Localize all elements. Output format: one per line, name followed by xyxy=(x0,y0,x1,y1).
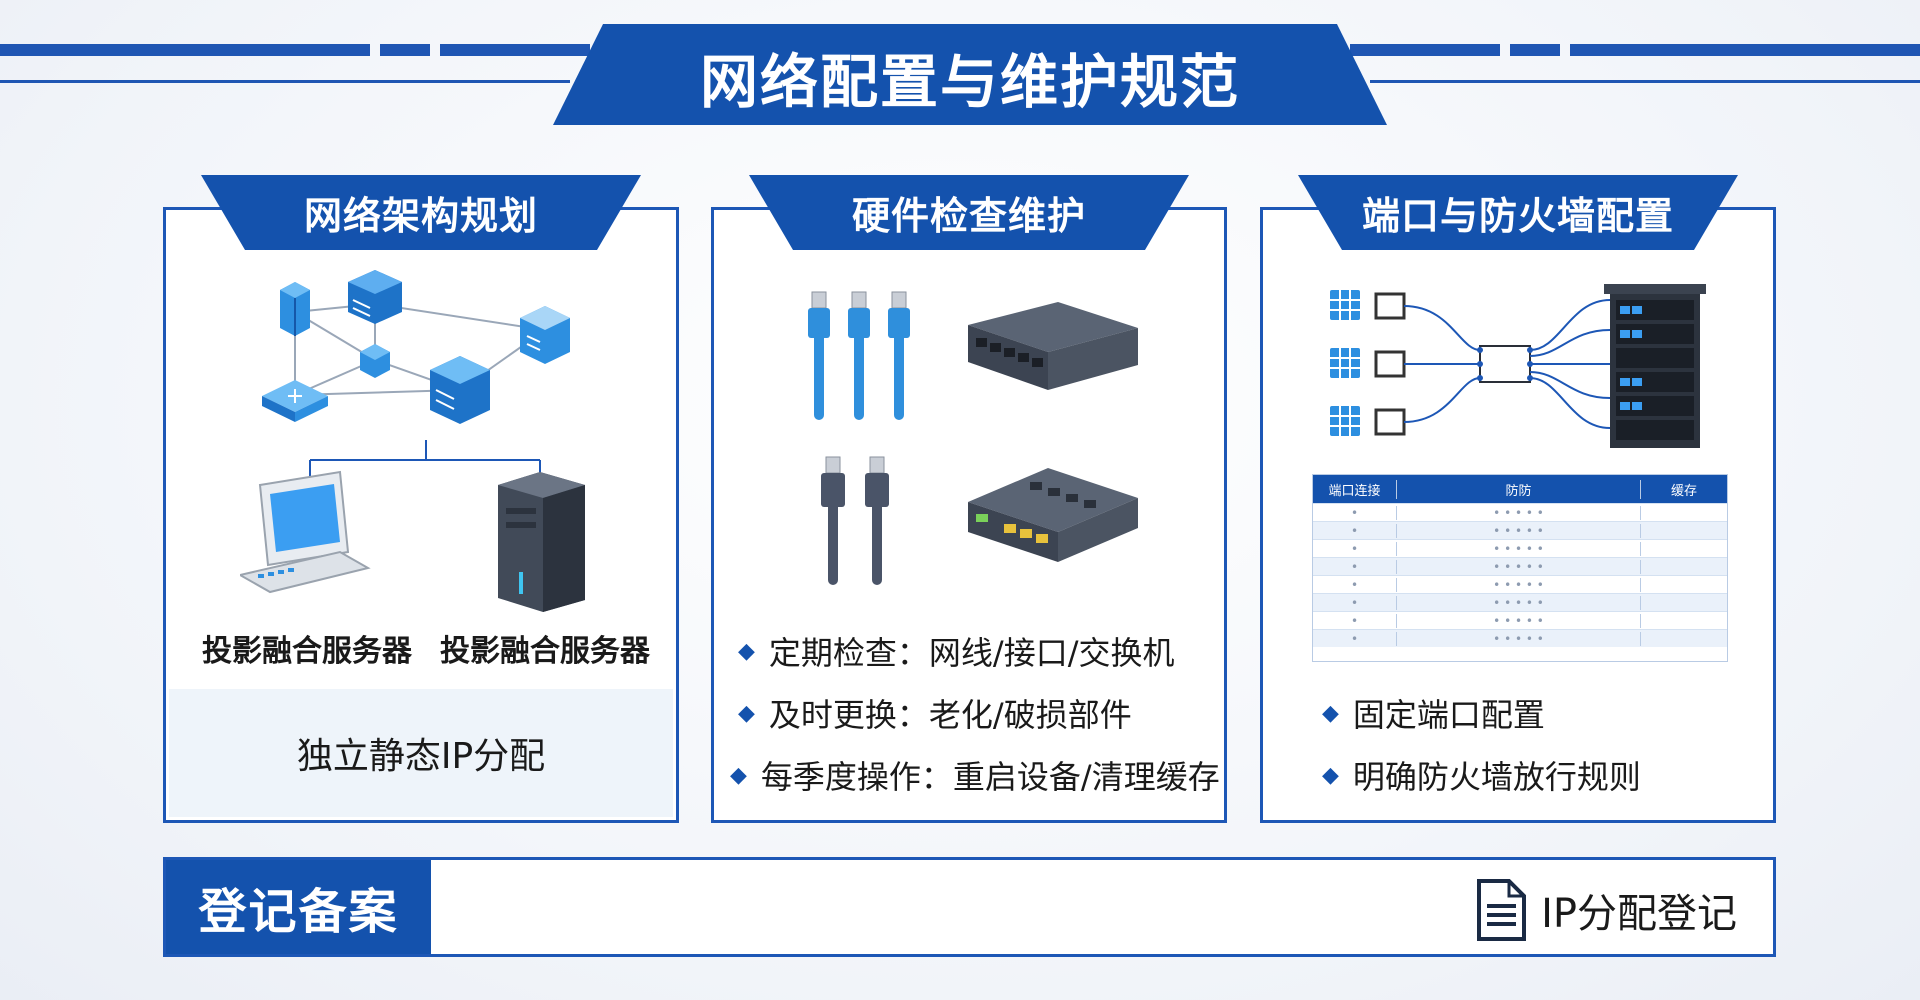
table-cell: • xyxy=(1313,595,1397,610)
header-stripe-left-3 xyxy=(440,44,590,56)
table-row: •• • • • • xyxy=(1313,521,1727,539)
diamond-bullet-icon: ◆ xyxy=(738,700,755,726)
table-row: •• • • • • xyxy=(1313,575,1727,593)
table-cell: • xyxy=(1313,613,1397,628)
ports-bullet-1: ◆固定端口配置 xyxy=(1322,696,1545,734)
table-cell: • • • • • xyxy=(1397,595,1641,610)
hardware-bullet-1: ◆定期检查：网线/接口/交换机 xyxy=(738,634,1175,672)
panel-hardware-tab: 硬件检查维护 xyxy=(749,175,1189,250)
switch-stack-icon xyxy=(348,270,402,324)
table-cell: • xyxy=(1313,505,1397,520)
table-row: •• • • • • xyxy=(1313,557,1727,575)
diamond-bullet-icon: ◆ xyxy=(1322,762,1339,788)
hardware-bullet-3: ◆每季度操作：重启设备/清理缓存 xyxy=(730,758,1220,796)
table-cell: • • • • • xyxy=(1397,631,1641,646)
blue-ethernet-cables-icon xyxy=(808,291,910,420)
port-config-table: 端口连接 防防 缓存 •• • • • ••• • • • ••• • • • … xyxy=(1312,474,1728,662)
table-row: •• • • • • xyxy=(1313,629,1727,647)
panel-architecture-heading: 网络架构规划 xyxy=(303,194,538,238)
table-cell: • xyxy=(1313,631,1397,646)
table-cell: • • • • • xyxy=(1397,523,1641,538)
port-grid-icon xyxy=(1330,290,1360,436)
port-box-icon xyxy=(1374,292,1406,436)
table-cell: • xyxy=(1313,541,1397,556)
diamond-bullet-icon: ◆ xyxy=(738,638,755,664)
table-row: •• • • • • xyxy=(1313,539,1727,557)
header-thin-right xyxy=(1370,80,1920,83)
core-switch-icon xyxy=(430,356,490,424)
diamond-bullet-icon: ◆ xyxy=(730,762,747,788)
network-topology-diagram xyxy=(240,270,585,612)
header-stripe-right-3 xyxy=(1570,44,1920,56)
table-header: 端口连接 防防 缓存 xyxy=(1313,475,1727,503)
ip-registration-link[interactable]: IP分配登记 xyxy=(1475,878,1737,942)
table-row: •• • • • • xyxy=(1313,611,1727,629)
page-title: 网络配置与维护规范 xyxy=(699,47,1240,116)
panel-architecture-tab: 网络架构规划 xyxy=(201,175,641,250)
table-row: •• • • • • xyxy=(1313,503,1727,521)
table-body: •• • • • ••• • • • ••• • • • ••• • • • •… xyxy=(1313,503,1727,647)
table-row: •• • • • • xyxy=(1313,593,1727,611)
table-cell: • • • • • xyxy=(1397,613,1641,628)
registration-footer: 登记备案 IP分配登记 xyxy=(163,857,1776,957)
computer-icon xyxy=(240,470,371,594)
title-banner: 网络配置与维护规范 xyxy=(553,24,1387,125)
port-connection-diagram xyxy=(1330,284,1706,448)
hardware-illustration xyxy=(808,291,1138,585)
table-header-cell: 端口连接 xyxy=(1313,479,1397,499)
header-stripe-left-2 xyxy=(380,44,430,56)
footer-label-box: 登记备案 xyxy=(166,860,431,954)
table-cell: • xyxy=(1313,523,1397,538)
table-cell: • • • • • xyxy=(1397,577,1641,592)
table-cell: • xyxy=(1313,559,1397,574)
dark-usb-cables-icon xyxy=(821,456,889,585)
header-stripe-right-2 xyxy=(1510,44,1560,56)
diamond-bullet-icon: ◆ xyxy=(1322,700,1339,726)
server-label-right: 投影融合服务器 xyxy=(440,634,650,669)
server-rack-icon xyxy=(1604,284,1706,448)
header-stripe-right xyxy=(1350,44,1500,56)
ports-bullet-2: ◆明确防火墙放行规则 xyxy=(1322,758,1641,796)
document-icon xyxy=(1477,879,1527,941)
network-router-icon xyxy=(968,468,1138,562)
network-switch-icon xyxy=(968,302,1138,390)
panel-ports-tab: 端口与防火墙配置 xyxy=(1298,175,1738,250)
hardware-bullet-2: ◆及时更换：老化/破损部件 xyxy=(738,696,1132,734)
server-tower-icon xyxy=(498,472,585,612)
table-cell: • • • • • xyxy=(1397,559,1641,574)
router-node-icon xyxy=(262,380,328,422)
header-thin-left xyxy=(0,80,570,83)
static-ip-note-box: 独立静态IP分配 xyxy=(169,689,673,817)
hub-node-icon xyxy=(360,344,390,378)
storage-node-icon xyxy=(520,306,570,364)
static-ip-note: 独立静态IP分配 xyxy=(296,736,546,777)
table-header-cell: 缓存 xyxy=(1670,483,1697,499)
panel-architecture: 独立静态IP分配 xyxy=(163,207,679,823)
header-stripe-left xyxy=(0,44,370,56)
server-node-icon xyxy=(280,282,310,336)
table-header-cell: 防防 xyxy=(1397,479,1641,499)
document-label: IP分配登记 xyxy=(1541,891,1737,937)
table-cell: • • • • • xyxy=(1397,505,1641,520)
table-cell: • • • • • xyxy=(1397,541,1641,556)
server-label-left: 投影融合服务器 xyxy=(202,634,412,669)
footer-label: 登记备案 xyxy=(198,884,399,940)
table-cell: • xyxy=(1313,577,1397,592)
panel-ports-heading: 端口与防火墙配置 xyxy=(1361,194,1674,238)
panel-hardware-heading: 硬件检查维护 xyxy=(851,194,1086,238)
